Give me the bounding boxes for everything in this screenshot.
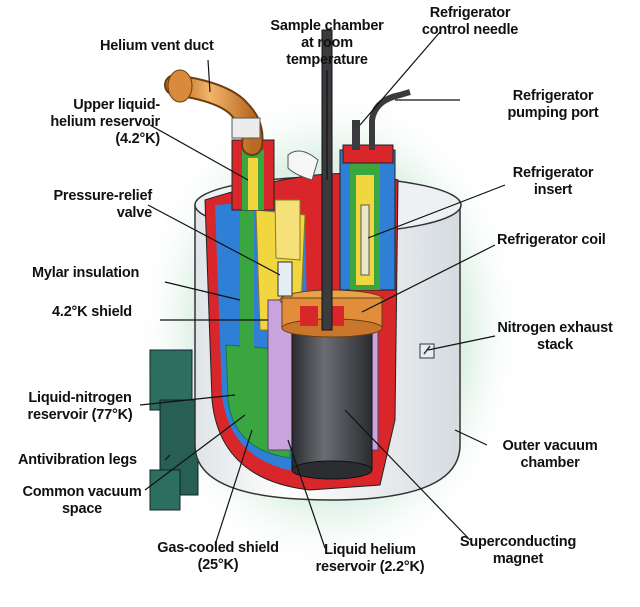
superconducting-magnet-body <box>291 329 373 471</box>
helium-vent-duct-art <box>164 69 264 156</box>
helium-neck-art <box>231 139 275 211</box>
label-helium-vent-duct: Helium vent duct <box>100 38 214 54</box>
refrigerator-ports-art <box>342 89 411 164</box>
label-superconducting-magnet: Superconducting magnet <box>459 534 577 567</box>
label-gas-cooled-shield: Gas-cooled shield (25°K) <box>157 540 279 573</box>
label-upper-liquid-helium-reservoir: Upper liquid- helium reservoir (4.2°K) <box>50 97 160 147</box>
label-sample-chamber: Sample chamber at room temperature <box>270 18 384 68</box>
label-liquid-nitrogen-reservoir: Liquid-nitrogen reservoir (77°K) <box>27 390 133 423</box>
label-pressure-relief-valve: Pressure-relief valve <box>53 188 152 221</box>
label-mylar-insulation: Mylar insulation <box>32 265 140 281</box>
green-shield <box>240 205 254 415</box>
refrigerator-insert-art <box>339 149 396 291</box>
label-nitrogen-exhaust-stack: Nitrogen exhaust stack <box>497 320 613 353</box>
label-4-2k-shield: 4.2°K shield <box>52 304 132 320</box>
label-refrigerator-insert: Refrigerator insert <box>512 165 594 198</box>
label-common-vacuum-space: Common vacuum space <box>22 484 142 517</box>
label-liquid-helium-reservoir: Liquid helium reservoir (2.2°K) <box>315 542 425 575</box>
label-refrigerator-control-needle: Refrigerator control needle <box>421 5 519 38</box>
leader-lines <box>139 31 506 549</box>
label-outer-vacuum-chamber: Outer vacuum chamber <box>502 438 598 471</box>
pressure-relief-valve-art <box>277 261 293 297</box>
label-antivibration-legs: Antivibration legs <box>18 452 137 468</box>
label-refrigerator-pumping-port: Refrigerator pumping port <box>507 88 599 121</box>
label-refrigerator-coil: Refrigerator coil <box>497 232 606 248</box>
